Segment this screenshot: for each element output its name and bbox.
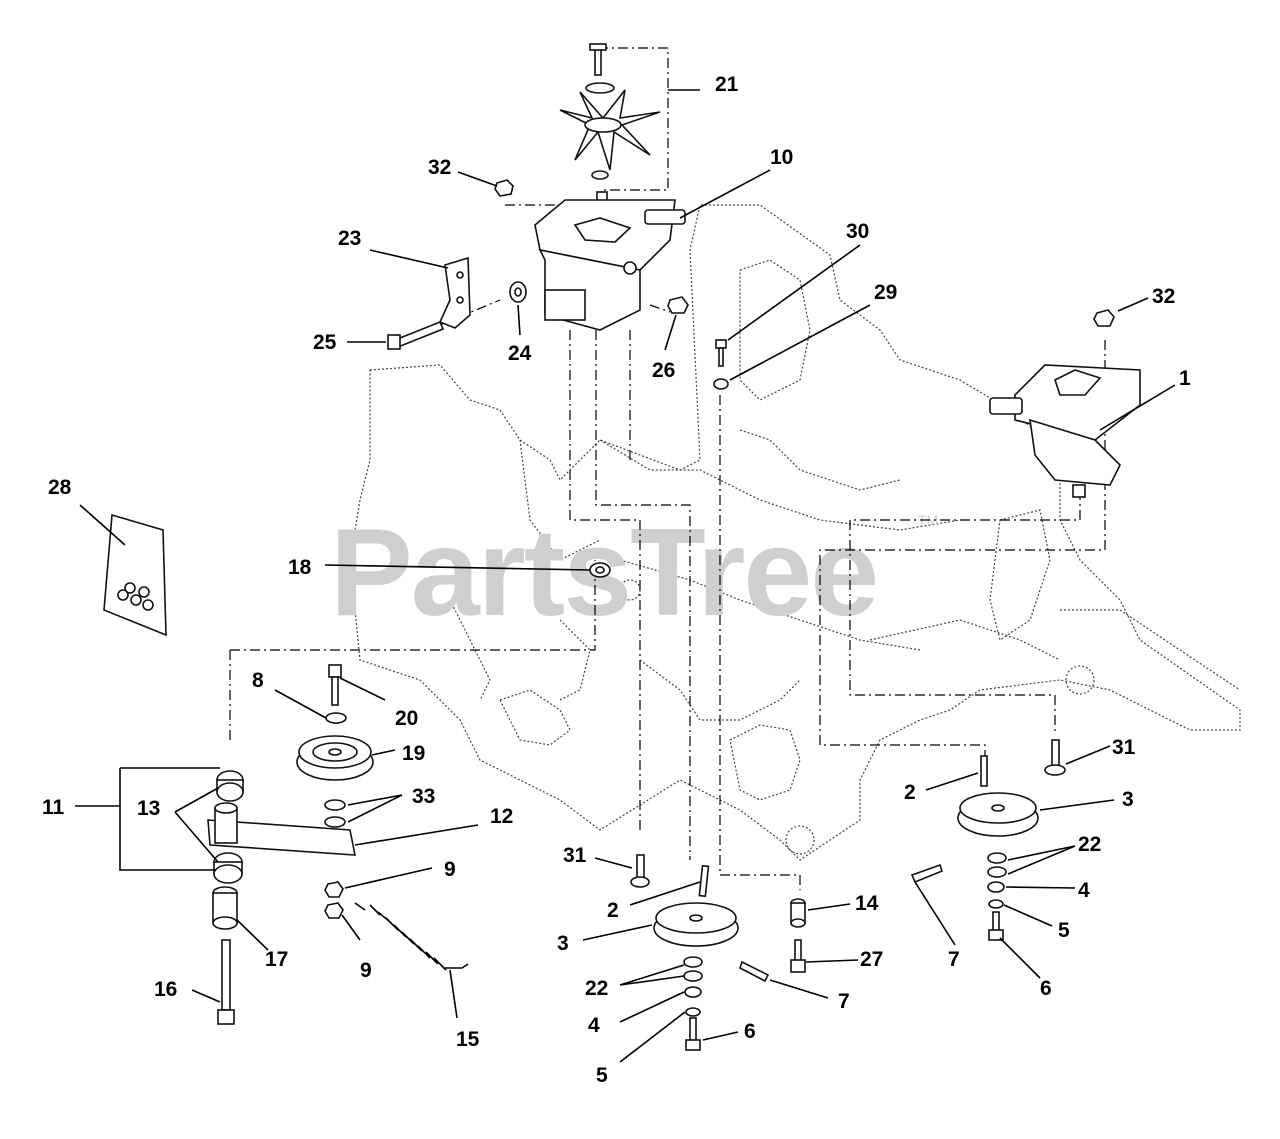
callout-9: 9	[444, 858, 456, 881]
bolt-6-left	[685, 1017, 701, 1051]
chassis-frame	[349, 204, 1241, 861]
callout-28: 28	[48, 476, 72, 499]
spacer-17	[212, 886, 238, 930]
leader-lines	[75, 89, 1176, 1063]
callout-15: 15	[456, 1028, 480, 1051]
callout-2: 2	[904, 781, 916, 804]
callout-32: 32	[428, 156, 451, 179]
pulley-19	[296, 735, 374, 781]
washers-22-left	[683, 956, 703, 982]
assembly-lines	[229, 47, 1106, 890]
callout-13: 13	[137, 797, 160, 820]
nut-9-bottom	[324, 902, 344, 919]
washer-4-right	[987, 881, 1005, 893]
callout-30: 30	[846, 220, 869, 243]
callout-11: 11	[42, 796, 65, 819]
fan-assembly	[559, 43, 661, 180]
washers-22-right	[987, 852, 1007, 878]
nut-9-top	[324, 881, 344, 898]
decal-28	[103, 513, 167, 637]
callout-16: 16	[154, 978, 177, 1001]
callout-24: 24	[508, 342, 532, 365]
transmission-left	[534, 191, 686, 331]
washers-33	[324, 799, 346, 828]
callout-14: 14	[855, 892, 879, 915]
callout-2: 2	[607, 899, 619, 922]
bolt-30	[715, 339, 727, 367]
lockwasher-5-right	[988, 899, 1004, 909]
callout-7: 7	[838, 990, 850, 1013]
callout-labels: 21 10 32 23 30 29 32 1 25 24 26 28 18 8 …	[42, 73, 1191, 1087]
callout-6: 6	[744, 1020, 756, 1043]
callout-19: 19	[402, 742, 425, 765]
callout-12: 12	[490, 805, 513, 828]
callout-9: 9	[360, 959, 372, 982]
setscrew-7-right	[910, 863, 943, 884]
watermark: PartsTree TM	[330, 504, 938, 642]
callout-5: 5	[596, 1064, 608, 1087]
callout-4: 4	[1078, 879, 1090, 902]
callout-27: 27	[860, 948, 883, 971]
pulley-3-left	[653, 902, 739, 947]
spring-15	[354, 902, 469, 971]
washer-8	[325, 712, 347, 724]
lockwasher-5-left	[685, 1007, 701, 1017]
nut-32-right	[1093, 309, 1115, 327]
washer-29	[713, 378, 729, 390]
washer-24	[509, 281, 527, 303]
callout-8: 8	[252, 669, 264, 692]
bolt-25	[387, 320, 445, 350]
bolt-31-left	[630, 854, 650, 888]
callout-31: 31	[1112, 736, 1136, 759]
callout-4: 4	[588, 1014, 600, 1037]
idler-arm-assembly	[207, 770, 356, 884]
callout-3: 3	[557, 932, 569, 955]
nut-32-left	[494, 179, 514, 197]
callout-29: 29	[874, 281, 897, 304]
callout-1: 1	[1179, 367, 1191, 390]
bolt-6-right	[988, 911, 1004, 941]
bolt-31-right	[1044, 739, 1066, 776]
callout-22: 22	[1078, 833, 1101, 856]
callout-23: 23	[338, 227, 361, 250]
callout-22: 22	[585, 977, 608, 1000]
key-2-right	[980, 755, 988, 787]
callout-18: 18	[288, 556, 312, 579]
callout-17: 17	[265, 948, 288, 971]
callout-10: 10	[770, 146, 793, 169]
callout-21: 21	[715, 73, 739, 96]
pulley-3-right	[957, 792, 1039, 837]
setscrew-7-left	[739, 960, 770, 983]
callout-33: 33	[412, 785, 435, 808]
bracket-23	[438, 256, 471, 329]
callout-26: 26	[652, 359, 675, 382]
spacer-14	[790, 898, 806, 928]
callout-25: 25	[313, 331, 337, 354]
bolt-27	[790, 939, 806, 973]
nut-26	[667, 296, 689, 314]
washer-4-left	[684, 986, 702, 998]
callout-20: 20	[395, 707, 418, 730]
callout-6: 6	[1040, 977, 1052, 1000]
callout-7: 7	[948, 948, 960, 971]
key-2-left	[698, 864, 710, 898]
callout-31: 31	[563, 844, 587, 867]
callout-5: 5	[1058, 919, 1070, 942]
callout-3: 3	[1122, 788, 1134, 811]
transmission-right	[989, 364, 1141, 498]
bushing-18	[589, 562, 611, 578]
bolt-20	[328, 664, 342, 706]
bolt-16	[217, 939, 235, 1025]
callout-32: 32	[1152, 285, 1175, 308]
